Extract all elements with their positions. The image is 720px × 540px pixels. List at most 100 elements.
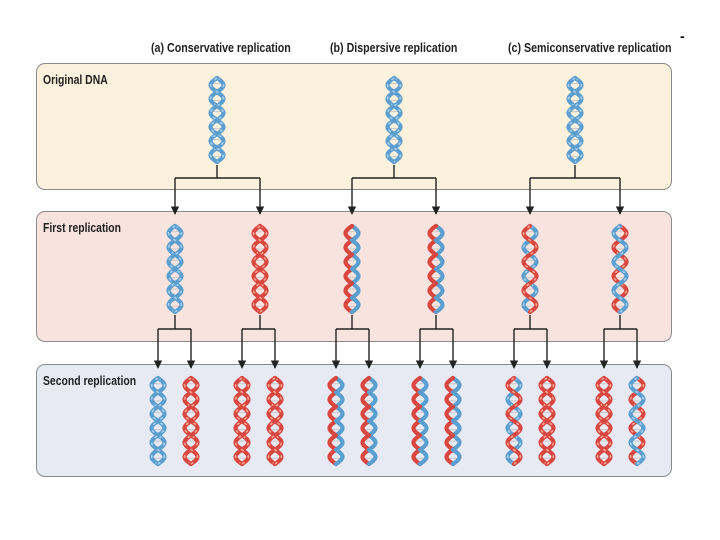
dna-strand-segment <box>333 447 345 467</box>
dna-strand-segment <box>444 447 456 467</box>
conservative-original-helix <box>208 75 226 165</box>
semiconservative-first-helix-2 <box>611 223 629 315</box>
dna-strand-segment <box>444 390 456 409</box>
dna-strand-segment <box>417 375 429 395</box>
dna-strand-highlight <box>209 77 225 163</box>
dna-strand-segment <box>411 418 423 438</box>
dna-strand-segment <box>343 252 355 272</box>
dna-strand-segment <box>349 238 361 257</box>
dna-strand-segment <box>333 404 345 424</box>
dna-strand-segment <box>349 252 361 272</box>
dna-strand-segment <box>333 375 345 395</box>
semiconservative-arrows-to-second-b <box>599 315 642 369</box>
conservative-second-helix-4 <box>266 375 284 467</box>
dna-strand-segment <box>327 404 339 424</box>
dna-strand-highlight <box>167 225 183 313</box>
dna-strand-segment <box>343 223 355 243</box>
dna-strand-segment <box>411 390 423 409</box>
dna-strand-segment <box>433 223 445 243</box>
dna-strand-segment <box>450 390 462 409</box>
dna-strand-highlight <box>612 225 628 313</box>
dna-strand-segment <box>333 433 345 452</box>
dna-strand-segment <box>360 418 372 438</box>
dna-strand-segment <box>433 266 445 286</box>
dna-strand-segment <box>327 447 339 467</box>
dna-strand-segment <box>360 447 372 467</box>
dna-strand-segment <box>360 404 372 424</box>
dna-strand-highlight <box>150 377 166 465</box>
semiconservative-first-helix-1 <box>521 223 539 315</box>
dna-strand-segment <box>427 266 439 286</box>
dna-strand-segment <box>433 252 445 272</box>
dna-strand-highlight <box>522 225 538 313</box>
dna-strand-segment <box>433 281 445 300</box>
conservative-first-helix-2 <box>251 223 269 315</box>
dna-strand-segment <box>366 433 378 452</box>
dna-strand-segment <box>450 433 462 452</box>
dna-strand-segment <box>343 295 355 315</box>
row-label-original-dna: Original DNA <box>43 72 108 87</box>
dna-strand-highlight <box>252 225 268 313</box>
dna-strand-highlight <box>629 377 645 465</box>
panel-original-dna: Original DNA <box>36 63 672 190</box>
dna-strand-segment <box>333 390 345 409</box>
dna-strand-segment <box>366 390 378 409</box>
row-label-second-replication: Second replication <box>43 373 137 388</box>
dna-strand-segment <box>427 281 439 300</box>
dna-strand-segment <box>411 447 423 467</box>
dna-strand-highlight <box>539 377 555 465</box>
dna-strand-segment <box>417 418 429 438</box>
dna-strand-segment <box>450 375 462 395</box>
dispersive-arrows-to-first <box>347 165 441 215</box>
dna-strand-highlight <box>183 377 199 465</box>
dna-strand-segment <box>360 390 372 409</box>
dna-strand-segment <box>427 295 439 315</box>
dna-strand-segment <box>343 238 355 257</box>
column-title-dispersive: (b) Dispersive replication <box>330 40 458 55</box>
dna-strand-segment <box>327 390 339 409</box>
dna-strand-highlight <box>386 77 402 163</box>
semiconservative-second-helix-4 <box>628 375 646 467</box>
dispersive-second-helix-1 <box>327 375 345 467</box>
dna-strand-highlight <box>567 77 583 163</box>
semiconservative-original-helix <box>566 75 584 165</box>
row-label-first-replication: First replication <box>43 220 122 235</box>
dispersive-second-helix-3 <box>411 375 429 467</box>
dna-strand-segment <box>450 418 462 438</box>
dna-strand-segment <box>450 404 462 424</box>
dna-strand-segment <box>411 404 423 424</box>
column-title-conservative: (a) Conservative replication <box>151 40 291 55</box>
dispersive-second-helix-2 <box>360 375 378 467</box>
dna-strand-highlight <box>267 377 283 465</box>
dna-strand-segment <box>327 433 339 452</box>
dna-strand-segment <box>427 252 439 272</box>
dna-strand-segment <box>349 266 361 286</box>
dna-strand-highlight <box>234 377 250 465</box>
semiconservative-arrows-to-first <box>525 165 625 215</box>
conservative-arrows-to-second-b <box>237 315 280 369</box>
dispersive-first-helix-2 <box>427 223 445 315</box>
panel-first-replication: First replication <box>36 211 672 342</box>
dna-strand-segment <box>366 447 378 467</box>
dna-strand-segment <box>349 223 361 243</box>
conservative-second-helix-1 <box>149 375 167 467</box>
semiconservative-second-helix-1 <box>505 375 523 467</box>
dispersive-original-helix <box>385 75 403 165</box>
dna-strand-segment <box>411 433 423 452</box>
dna-strand-segment <box>343 281 355 300</box>
conservative-second-helix-2 <box>182 375 200 467</box>
dna-strand-segment <box>360 375 372 395</box>
dna-strand-segment <box>444 375 456 395</box>
dna-strand-segment <box>366 375 378 395</box>
dna-strand-segment <box>333 418 345 438</box>
dna-strand-segment <box>343 266 355 286</box>
dna-strand-segment <box>411 375 423 395</box>
dna-strand-segment <box>417 447 429 467</box>
dna-strand-segment <box>433 295 445 315</box>
dna-strand-segment <box>417 404 429 424</box>
dna-strand-segment <box>450 447 462 467</box>
dna-strand-segment <box>349 295 361 315</box>
header-dash: - <box>680 28 685 44</box>
conservative-arrows-to-first <box>170 165 265 215</box>
